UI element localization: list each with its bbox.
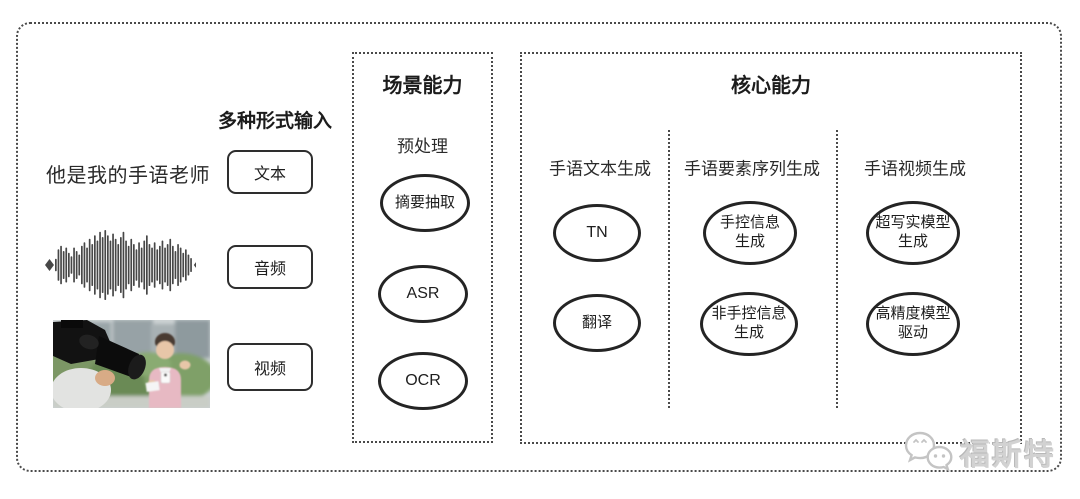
- node-summary-extraction: 摘要抽取: [380, 174, 470, 232]
- node-ocr: OCR: [378, 352, 468, 410]
- input-type-label: 音频: [253, 261, 286, 278]
- column-header-element-sequence-generation: 手语要素序列生成: [684, 159, 820, 179]
- watermark: 福斯特: [903, 429, 1056, 475]
- scene-box-title: 场景能力: [382, 75, 463, 97]
- video-thumbnail: [53, 320, 210, 408]
- text-input-sample: 他是我的手语老师: [46, 165, 210, 187]
- audio-waveform-icon: [44, 226, 203, 304]
- node-manual-info-generation: 手控信息 生成: [703, 201, 797, 265]
- column-header-video-generation: 手语视频生成: [864, 159, 966, 179]
- input-type-box-video: 视频: [227, 343, 313, 391]
- input-type-box-text: 文本: [227, 150, 313, 194]
- input-section-heading: 多种形式输入: [218, 111, 333, 132]
- column-divider: [668, 130, 670, 408]
- input-type-label: 视频: [253, 361, 286, 378]
- input-type-label: 文本: [253, 166, 286, 183]
- column-divider: [836, 130, 838, 408]
- core-box-title: 核心能力: [731, 75, 811, 97]
- node-hyperrealistic-model-generation: 超写实模型 生成: [866, 201, 960, 265]
- node-non-manual-info-generation: 非手控信息 生成: [700, 292, 798, 356]
- node-high-precision-model-driving: 高精度模型 驱动: [866, 292, 960, 356]
- camera-filming-reporter-illustration: [53, 320, 210, 408]
- preprocess-label: 预处理: [397, 137, 448, 156]
- input-type-box-audio: 音频: [227, 245, 313, 289]
- chat-bubbles-icon: [904, 431, 953, 472]
- watermark-text: 福斯特: [960, 439, 1056, 472]
- scene-capability-box: 场景能力 预处理: [352, 52, 493, 443]
- column-header-text-generation: 手语文本生成: [549, 159, 651, 179]
- diagram-frame: [16, 22, 1062, 472]
- node-tn: TN: [553, 204, 641, 262]
- core-capability-box: 核心能力: [520, 52, 1022, 444]
- node-translation: 翻译: [553, 294, 641, 352]
- node-asr: ASR: [378, 265, 468, 323]
